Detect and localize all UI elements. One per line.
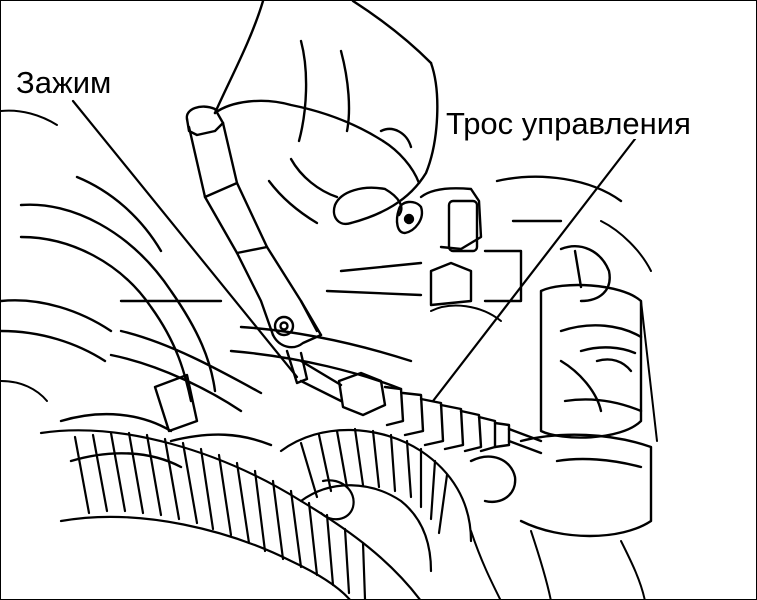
leader-lines bbox=[71, 99, 637, 403]
hand-drawing bbox=[213, 1, 439, 226]
engine-components-drawing bbox=[325, 175, 653, 538]
label-clamp: Зажим bbox=[14, 65, 114, 100]
center-hose-drawing bbox=[279, 427, 473, 573]
hoses-drawing bbox=[1, 175, 413, 469]
background-lines bbox=[1, 109, 658, 599]
corrugated-hose-drawing bbox=[39, 429, 421, 599]
leader-line-cable bbox=[431, 137, 637, 403]
leader-line-clamp bbox=[71, 99, 299, 379]
label-control-cable: Трос управления bbox=[444, 106, 693, 141]
pliers-drawing bbox=[185, 105, 323, 385]
control-cable-drawing bbox=[299, 359, 543, 455]
